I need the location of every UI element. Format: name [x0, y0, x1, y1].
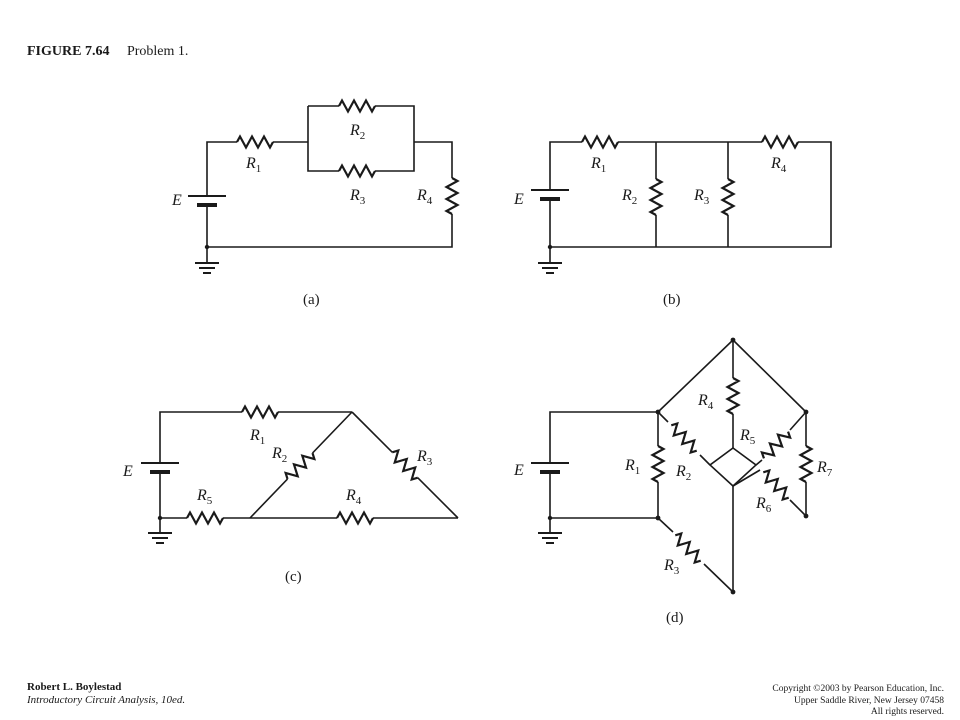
label-b-r4: R4 — [770, 155, 787, 175]
resistor-d-r7 — [798, 445, 814, 483]
label-a-r3: R3 — [349, 187, 366, 207]
battery-a — [186, 194, 228, 207]
copyright-line-2: Upper Saddle River, New Jersey 07458 — [793, 695, 944, 706]
ground-b — [537, 262, 563, 274]
label-a-r2: R2 — [349, 122, 365, 142]
label-b-e: E — [513, 191, 524, 208]
battery-c — [139, 461, 181, 474]
caption-a: (a) — [303, 292, 320, 308]
label-b-r3: R3 — [693, 187, 710, 207]
resistor-b-r3 — [720, 178, 736, 216]
label-b-r2: R2 — [621, 187, 637, 207]
circuit-d: E R4 R1 R2 R5 R6 R7 R3 (d) — [513, 337, 833, 626]
resistor-d-r1 — [650, 445, 666, 483]
footer-author: Robert L. Boylestad — [27, 681, 122, 693]
figure-title: FIGURE 7.64 Problem 1. — [27, 44, 188, 60]
label-d-r5: R5 — [739, 427, 756, 447]
ground-d — [537, 532, 563, 544]
resistor-c-r3 — [387, 447, 423, 483]
label-d-r2: R2 — [675, 463, 691, 483]
resistor-c-r2 — [282, 448, 318, 484]
label-d-r4: R4 — [697, 392, 714, 412]
footer-copyright: Copyright ©2003 by Pearson Education, In… — [772, 684, 944, 719]
footer-left: Robert L. Boylestad Introductory Circuit… — [27, 681, 185, 707]
label-d-r6: R6 — [755, 495, 772, 515]
footer-book: Introductory Circuit Analysis, 10ed. — [27, 694, 186, 706]
resistor-a-r1 — [235, 135, 275, 149]
label-a-r4: R4 — [416, 187, 433, 207]
label-a-e: E — [171, 192, 182, 209]
label-c-r5: R5 — [196, 487, 213, 507]
resistor-d-r5 — [758, 426, 794, 464]
caption-c: (c) — [285, 569, 302, 585]
label-c-r3: R3 — [416, 448, 433, 468]
label-c-r1: R1 — [249, 427, 265, 447]
label-d-r1: R1 — [624, 457, 640, 477]
battery-b — [529, 188, 571, 201]
resistor-a-r3 — [337, 164, 377, 178]
label-c-r4: R4 — [345, 487, 362, 507]
ground-a — [194, 262, 220, 274]
circuit-c: E R1 R2 R3 R4 R5 (c) — [122, 405, 459, 585]
label-b-r1: R1 — [590, 155, 606, 175]
copyright-line-3: All rights reserved. — [870, 707, 944, 717]
copyright-line-1: Copyright ©2003 by Pearson Education, In… — [772, 684, 944, 694]
resistor-a-r2 — [337, 99, 377, 113]
figure-number: FIGURE 7.64 — [27, 44, 110, 59]
battery-d — [529, 461, 571, 474]
circuit-a: E R1 R2 R3 R4 (a) — [171, 99, 460, 308]
caption-b: (b) — [663, 292, 681, 308]
label-c-r2: R2 — [271, 445, 287, 465]
figure-caption: Problem 1. — [126, 44, 189, 59]
circuit-b: E R1 R2 R3 R4 (b) — [513, 135, 832, 308]
label-a-r1: R1 — [245, 155, 261, 175]
label-c-e: E — [122, 463, 133, 480]
resistor-c-r1 — [240, 405, 280, 419]
label-d-r3: R3 — [663, 557, 680, 577]
resistor-d-r2 — [670, 421, 698, 455]
label-d-e: E — [513, 462, 524, 479]
resistor-b-r1 — [580, 135, 620, 149]
resistor-b-r4 — [760, 135, 800, 149]
resistor-c-r5 — [185, 511, 225, 525]
ground-c — [147, 532, 173, 544]
resistor-d-r6 — [758, 467, 794, 503]
caption-d: (d) — [666, 610, 684, 626]
resistor-c-r4 — [335, 511, 375, 525]
resistor-d-r4 — [725, 377, 741, 415]
resistor-b-r2 — [648, 178, 664, 216]
label-d-r7: R7 — [816, 459, 833, 479]
resistor-d-r3 — [674, 531, 702, 565]
